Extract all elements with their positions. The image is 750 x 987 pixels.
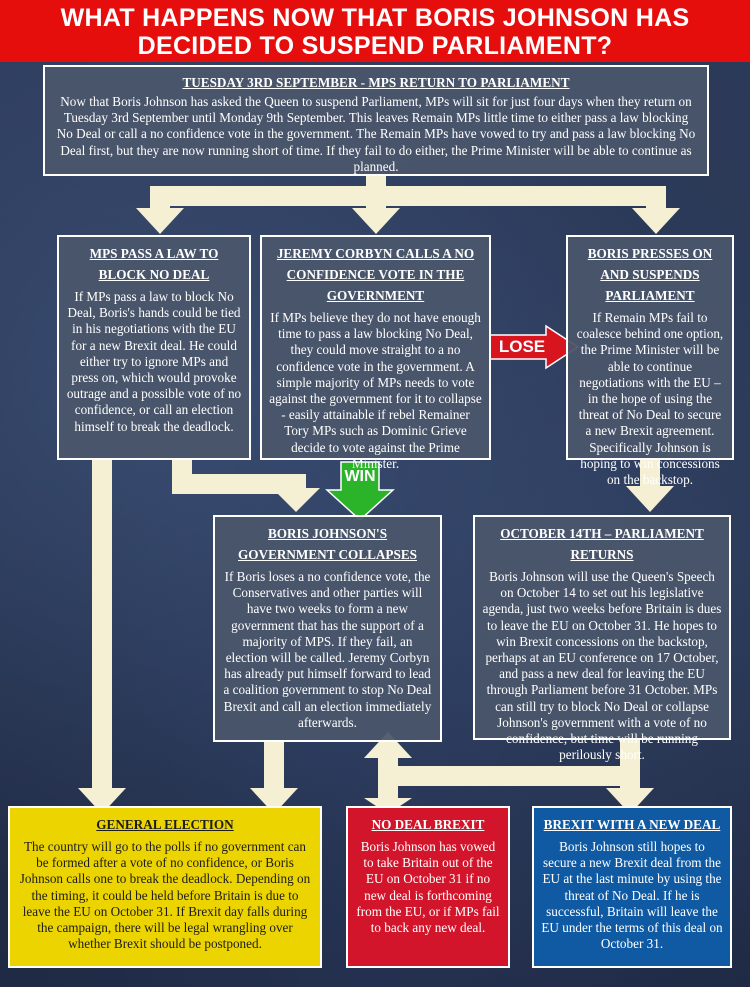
no-deal-body: Boris Johnson has vowed to take Britain … bbox=[356, 839, 500, 936]
mps-law-title: MPs PASS A LAW TO BLOCK NO DEAL bbox=[89, 246, 219, 282]
win-label: WIN bbox=[344, 468, 376, 485]
general-election-body: The country will go to the polls if no g… bbox=[19, 839, 311, 952]
no-deal-box: NO DEAL BREXIT Boris Johnson has vowed t… bbox=[346, 806, 510, 968]
mps-law-box: MPs PASS A LAW TO BLOCK NO DEAL If MPs p… bbox=[57, 235, 251, 460]
corbyn-body: If MPs believe they do not have enough t… bbox=[269, 310, 482, 471]
win-arrow bbox=[325, 461, 395, 522]
title-line-2: DECIDED TO SUSPEND PARLIAMENT? bbox=[137, 32, 613, 60]
title-line-1: WHAT HAPPENS NOW THAT BORIS JOHNSON HAS bbox=[60, 4, 690, 32]
arrow-october-to-outcomes bbox=[378, 766, 640, 786]
tuesday-body: Now that Boris Johnson has asked the Que… bbox=[56, 94, 696, 174]
collapses-title: BORIS JOHNSON'S GOVERNMENT COLLAPSES bbox=[238, 526, 417, 562]
tuesday-box: TUESDAY 3rd SEPTEMBER - MPs RETURN TO PA… bbox=[43, 65, 709, 176]
boris-presses-body: If Remain MPs fail to coalesce behind on… bbox=[576, 310, 724, 488]
corbyn-box: JEREMY CORBYN CALLS A NO CONFIDENCE VOTE… bbox=[260, 235, 491, 471]
arrow-mps-law-to-election bbox=[92, 460, 112, 790]
boris-presses-title: BORIS PRESSES ON AND SUSPENDS PARLIAMENT bbox=[587, 246, 713, 303]
arrow-to-mps-law bbox=[136, 208, 184, 234]
arrow-tuesday-bar bbox=[150, 186, 666, 206]
arrow-to-boris-presses bbox=[632, 208, 680, 234]
tuesday-title: TUESDAY 3rd SEPTEMBER - MPs RETURN TO PA… bbox=[182, 75, 570, 90]
arrow-to-corbyn bbox=[352, 208, 400, 234]
boris-presses-box: BORIS PRESSES ON AND SUSPENDS PARLIAMENT… bbox=[566, 235, 734, 487]
arrow-collapses-to-election bbox=[264, 742, 284, 790]
october-body: Boris Johnson will use the Queen's Speec… bbox=[482, 569, 722, 763]
arrow-down-to-new-deal bbox=[606, 788, 654, 814]
page-title: WHAT HAPPENS NOW THAT BORIS JOHNSON HAS … bbox=[0, 0, 750, 62]
arrow-boris-to-october bbox=[640, 460, 660, 488]
october-title: OCTOBER 14th – PARLIAMENT RETURNS bbox=[500, 526, 704, 562]
general-election-box: GENERAL ELECTION The country will go to … bbox=[8, 806, 322, 968]
lose-label: LOSE bbox=[498, 337, 546, 356]
general-election-title: GENERAL ELECTION bbox=[96, 817, 234, 832]
corbyn-title: JEREMY CORBYN CALLS A NO CONFIDENCE VOTE… bbox=[276, 246, 475, 303]
no-deal-title: NO DEAL BREXIT bbox=[371, 817, 485, 832]
collapses-body: If Boris loses a no confidence vote, the… bbox=[223, 569, 432, 730]
collapses-box: BORIS JOHNSON'S GOVERNMENT COLLAPSES If … bbox=[213, 515, 442, 742]
mps-law-body: If MPs pass a law to block No Deal, Bori… bbox=[66, 289, 242, 434]
new-deal-title: BREXIT WITH A NEW DEAL bbox=[543, 817, 721, 832]
lose-arrow bbox=[489, 324, 580, 370]
new-deal-box: BREXIT WITH A NEW DEAL Boris Johnson sti… bbox=[532, 806, 732, 968]
october-box: OCTOBER 14th – PARLIAMENT RETURNS Boris … bbox=[473, 515, 731, 762]
arrow-up-to-collapses bbox=[364, 732, 412, 758]
new-deal-body: Boris Johnson still hopes to secure a ne… bbox=[541, 839, 723, 952]
